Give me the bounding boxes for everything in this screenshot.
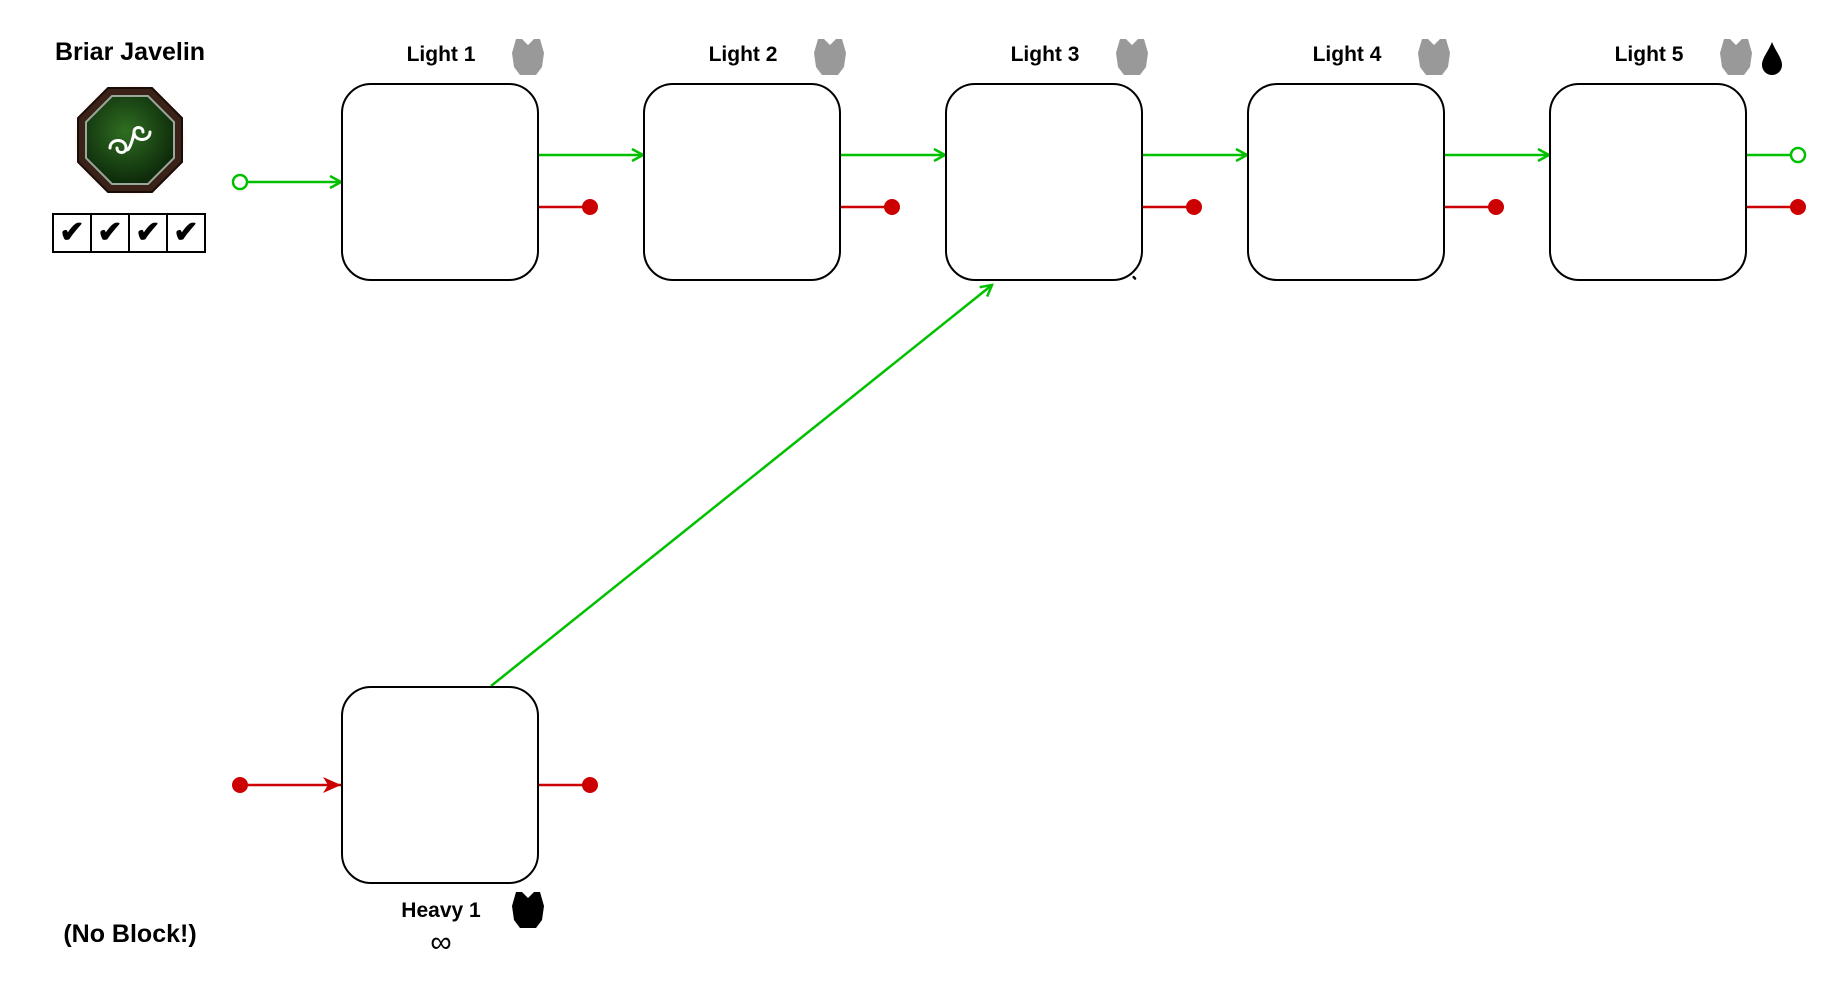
light-armor-icon bbox=[512, 39, 544, 75]
failure-node bbox=[884, 199, 900, 215]
light-armor-icon bbox=[814, 39, 846, 75]
light-armor-icon bbox=[1116, 39, 1148, 75]
node-label-light1: Light 1 bbox=[406, 43, 476, 66]
checkmark-icon: ✔ bbox=[173, 216, 199, 249]
failure-node bbox=[582, 777, 598, 793]
node-label-light2: Light 2 bbox=[708, 43, 778, 66]
node-box-light4[interactable] bbox=[1247, 83, 1445, 281]
weapon-icon bbox=[70, 80, 190, 200]
failure-node bbox=[1488, 199, 1504, 215]
light-armor-icon bbox=[1418, 39, 1450, 75]
checkbox[interactable]: ✔ bbox=[54, 215, 92, 251]
node-label-light5: Light 5 bbox=[1614, 43, 1684, 66]
failure-node bbox=[582, 199, 598, 215]
checkmark-icon: ✔ bbox=[97, 216, 123, 249]
node-label-light3: Light 3 bbox=[1010, 43, 1080, 66]
light-armor-icon bbox=[1720, 39, 1752, 75]
checkbox-row: ✔ ✔ ✔ ✔ bbox=[52, 213, 206, 253]
node-label-heavy1: Heavy 1 bbox=[401, 899, 481, 922]
failure-node bbox=[1790, 199, 1806, 215]
heavy-armor-icon bbox=[512, 892, 544, 928]
node-box-light3[interactable] bbox=[945, 83, 1143, 281]
node-box-light2[interactable] bbox=[643, 83, 841, 281]
spiral-rune-icon bbox=[72, 82, 188, 198]
drop-icon bbox=[1762, 42, 1782, 75]
failure-node bbox=[1186, 199, 1202, 215]
node-box-light1[interactable] bbox=[341, 83, 539, 281]
node-box-heavy1[interactable] bbox=[341, 686, 539, 884]
start-failure-node bbox=[232, 777, 248, 793]
no-block-note: (No Block!) bbox=[63, 920, 197, 948]
checkbox[interactable]: ✔ bbox=[92, 215, 130, 251]
start-success-node bbox=[231, 173, 249, 191]
checkmark-icon: ✔ bbox=[135, 216, 161, 249]
infinity-label: ∞ bbox=[430, 926, 452, 959]
node-label-light4: Light 4 bbox=[1312, 43, 1382, 66]
success-arrow-heavy-to-light3 bbox=[490, 285, 992, 687]
checkmark-icon: ✔ bbox=[59, 216, 85, 249]
weapon-name: Briar Javelin bbox=[54, 38, 206, 66]
checkbox[interactable]: ✔ bbox=[130, 215, 168, 251]
node-box-light5[interactable] bbox=[1549, 83, 1747, 281]
end-success-node bbox=[1789, 146, 1807, 164]
checkbox[interactable]: ✔ bbox=[168, 215, 204, 251]
